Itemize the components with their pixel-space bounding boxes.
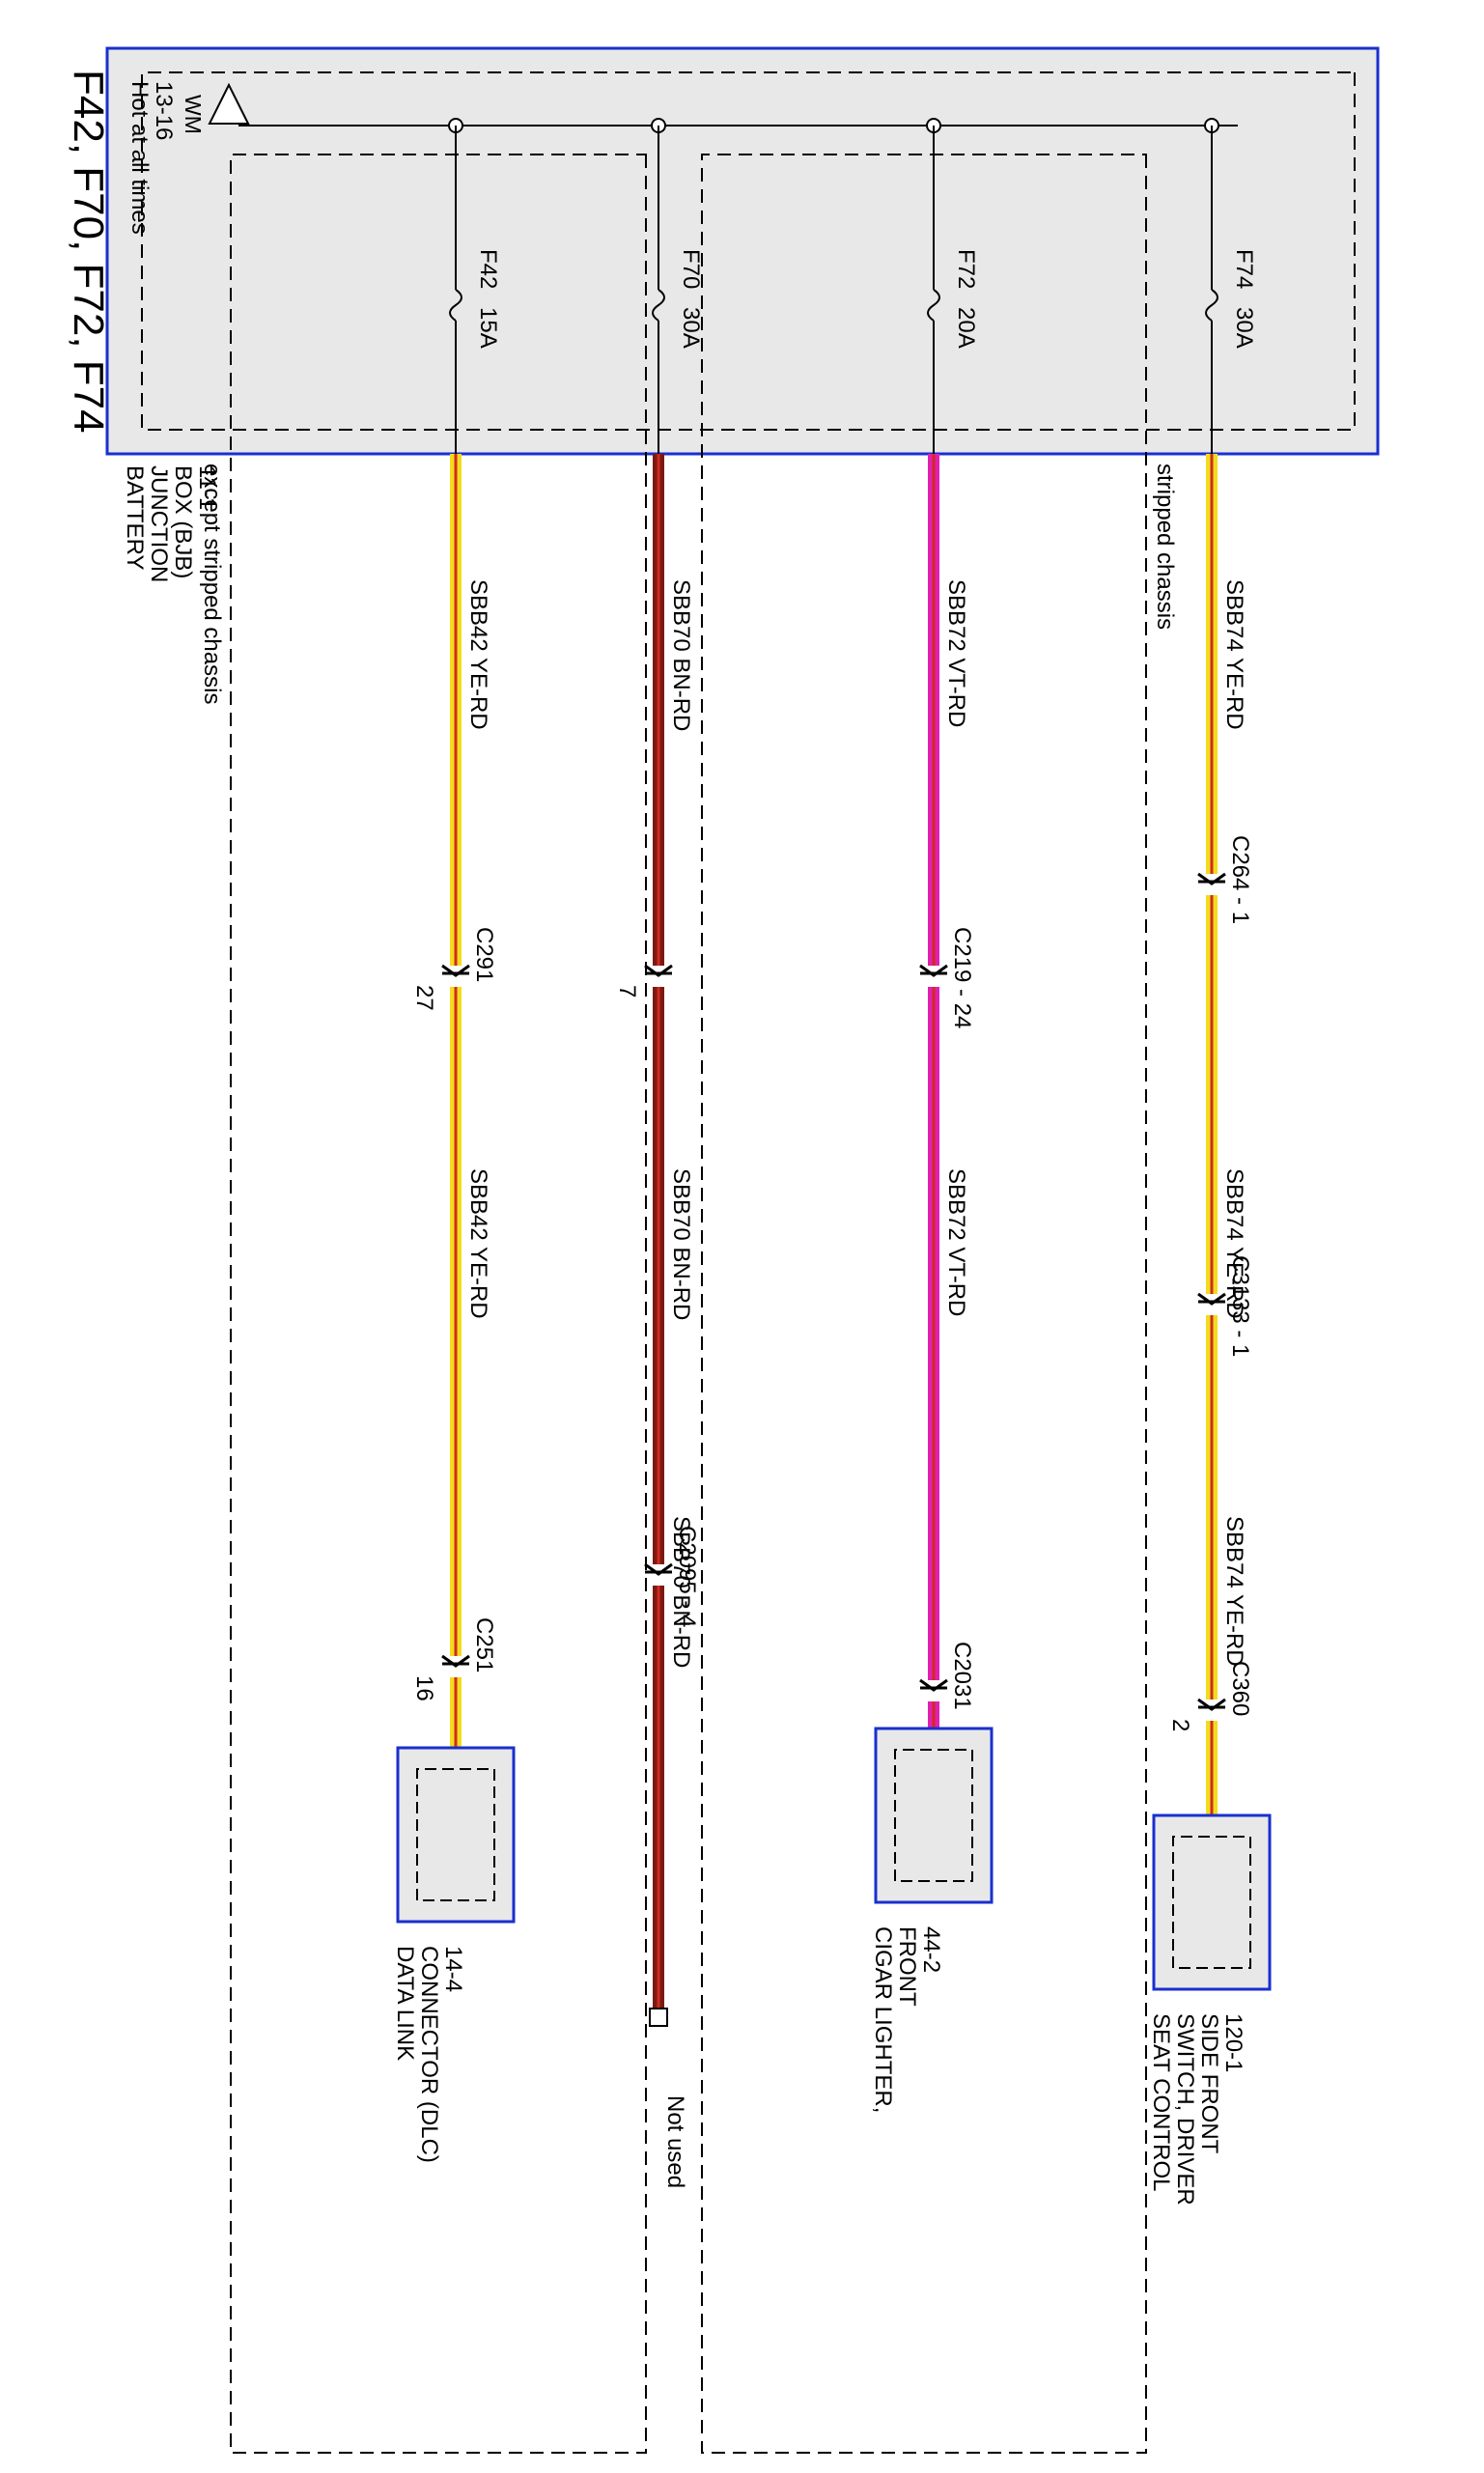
wire-label: SBB42 YE-RD <box>465 1168 491 1319</box>
connector-icon <box>441 964 470 977</box>
fuse-rating-label: 30A <box>678 307 704 349</box>
wire-label: SBB74 YE-RD <box>1221 579 1247 730</box>
diagram-title: F42, F70, F72, F74 <box>65 70 112 434</box>
component-label-line: SEAT CONTROL <box>1148 2013 1174 2191</box>
terminal-end-square <box>649 2008 668 2027</box>
bjb-label-line-4: 11-1 <box>194 465 220 510</box>
source-triangle-symbol <box>208 82 250 125</box>
not-used-label: Not used <box>662 2095 688 2188</box>
component-box <box>1152 1813 1272 1991</box>
fuse-rating-label: 15A <box>475 307 501 349</box>
connector-pin: 27 <box>411 985 437 1011</box>
connector-pin: 16 <box>411 1675 437 1701</box>
wire-label: SBB70 BN-RD <box>668 579 694 731</box>
wire-label: SBB70 BN-RD <box>668 1168 694 1320</box>
component-box <box>396 1746 516 1924</box>
component-label-line: FRONT <box>894 1926 920 2007</box>
connector-label: C2031 <box>949 1642 975 1710</box>
connector-label: C219 - 24 <box>949 927 975 1028</box>
stripped-chassis-region <box>701 154 1147 2454</box>
component-label-line: CIGAR LIGHTER, <box>870 1926 896 2113</box>
connector-icon <box>1197 1292 1226 1306</box>
wire-label: SBB72 VT-RD <box>943 579 969 727</box>
except-stripped-chassis-region <box>230 154 647 2454</box>
stripped-chassis-label: stripped chassis <box>1152 464 1178 630</box>
wire-label: SBB72 VT-RD <box>943 1168 969 1316</box>
except-stripped-chassis-label: except stripped chassis <box>199 464 225 704</box>
bjb-label-line-3: BOX (BJB) <box>170 465 196 578</box>
connector-label: C360 <box>1227 1661 1253 1716</box>
connector-icon <box>919 1678 948 1692</box>
wire-label: SBB42 YE-RD <box>465 579 491 730</box>
connector-pin: 7 <box>614 985 640 998</box>
source-label: Hot at all times <box>126 81 153 235</box>
fuse-icon <box>652 289 665 322</box>
component-label-line: SIDE FRONT <box>1196 2013 1222 2154</box>
fuse-rating-label: 30A <box>1231 307 1257 349</box>
bjb-label-line-1: BATTERY <box>122 465 148 570</box>
component-label-line: DATA LINK <box>392 1946 418 2061</box>
bjb-box <box>105 46 1380 456</box>
connector-pin: 2 <box>1167 1719 1193 1731</box>
component-label-line: SWITCH, DRIVER <box>1172 2013 1198 2206</box>
component-label-line: 44-2 <box>918 1926 944 1973</box>
component-label-line: 14-4 <box>440 1946 466 1992</box>
component-label-line: 120-1 <box>1220 2013 1246 2072</box>
component-box <box>874 1727 994 1904</box>
fuse-id-label: F72 <box>953 249 979 289</box>
fuse-icon <box>1205 289 1218 322</box>
fuse-id-label: F42 <box>475 249 501 289</box>
fuse-icon <box>927 289 940 322</box>
bjb-label-line-2: JUNCTION <box>146 465 172 582</box>
connector-label: C251 <box>471 1617 497 1672</box>
connector-icon <box>441 1654 470 1668</box>
wire-label: SBB74 YE-RD <box>1221 1168 1247 1319</box>
connector-label: C3133 - 1 <box>1227 1255 1253 1357</box>
connector-icon <box>644 964 673 977</box>
source-ref: 13-16 <box>151 81 177 140</box>
wire-label: SBB74 YE-RD <box>1221 1516 1247 1667</box>
fuse-id-label: F70 <box>678 249 704 289</box>
connector-icon <box>1197 872 1226 885</box>
wire-label: SBB70 BN-RD <box>668 1516 694 1668</box>
connector-label: C264 - 1 <box>1227 835 1253 924</box>
fuse-rating-label: 20A <box>953 307 979 349</box>
component-label-line: CONNECTOR (DLC) <box>416 1946 442 2163</box>
connector-icon <box>919 964 948 977</box>
fuse-id-label: F74 <box>1231 249 1257 289</box>
fuse-icon <box>449 289 462 322</box>
source-symbol-text: WM <box>181 95 206 134</box>
connector-label: C291 <box>471 927 497 982</box>
bjb-inner-dashed <box>141 71 1356 431</box>
connector-icon <box>644 1562 673 1576</box>
connector-label: C2095 - 4 <box>674 1526 700 1627</box>
connector-icon <box>1197 1698 1226 1711</box>
